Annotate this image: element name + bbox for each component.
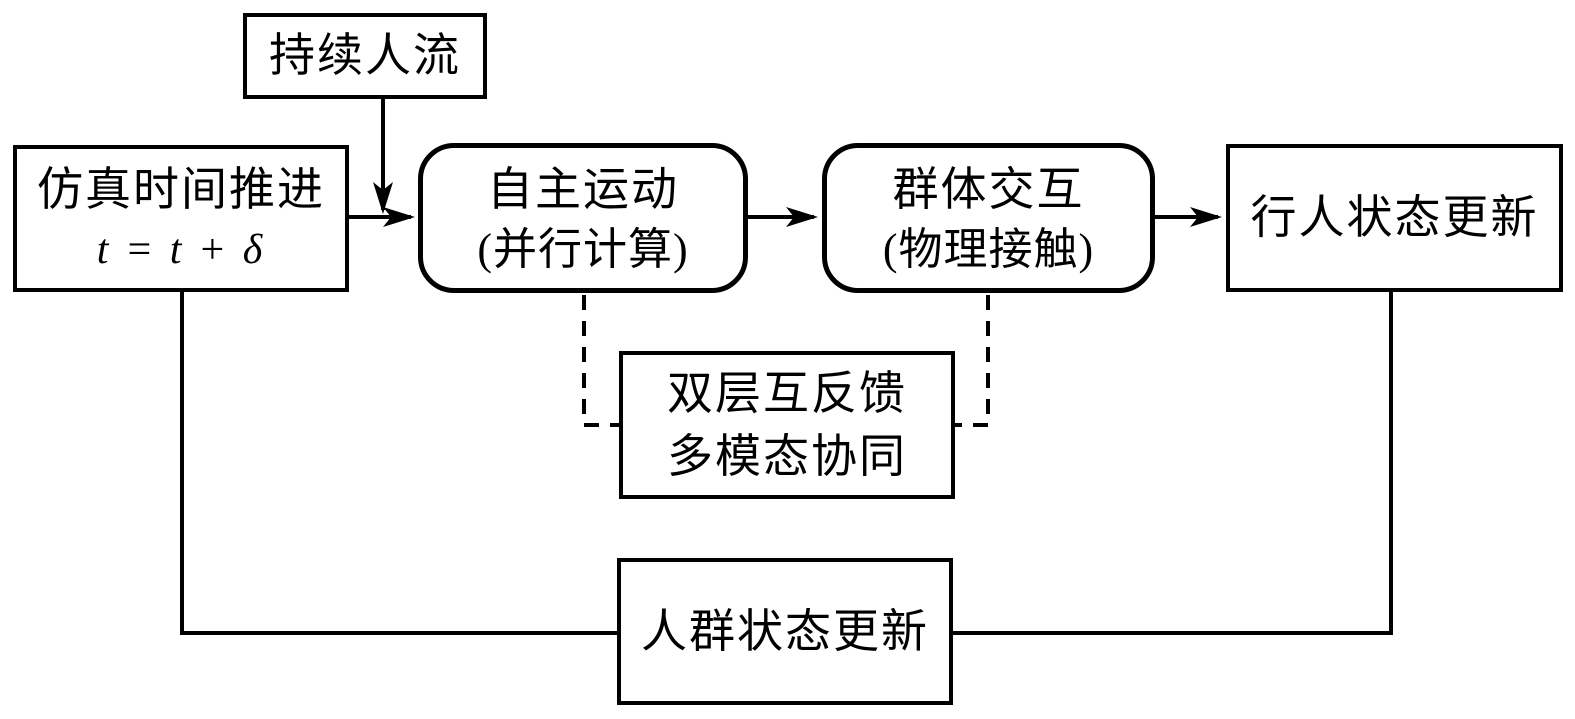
node-group-interaction: 群体交互 (物理接触): [822, 143, 1155, 293]
node-crowd-state-update-label: 人群状态更新: [641, 605, 929, 657]
node-continuous-inflow-label: 持续人流: [269, 30, 461, 82]
node-group-interaction-sublabel: (物理接触): [882, 225, 1095, 275]
connector-pedestrian-to-crowd-line: [949, 292, 1393, 635]
node-continuous-inflow: 持续人流: [243, 13, 487, 99]
node-simulation-time-advance-formula: t = t + δ: [96, 226, 266, 273]
node-dual-layer-feedback-sublabel: 多模态协同: [667, 431, 907, 482]
node-pedestrian-state-update-label: 行人状态更新: [1250, 192, 1539, 244]
node-autonomous-motion-label: 自主运动: [487, 163, 679, 215]
node-pedestrian-state-update: 行人状态更新: [1226, 144, 1563, 292]
node-crowd-state-update: 人群状态更新: [617, 558, 953, 705]
node-dual-layer-feedback-label: 双层互反馈: [667, 367, 907, 419]
node-autonomous-motion-sublabel: (并行计算): [477, 225, 689, 275]
node-simulation-time-advance: 仿真时间推进 t = t + δ: [13, 145, 349, 292]
node-dual-layer-feedback: 双层互反馈 多模态协同: [619, 351, 955, 499]
connector-group-feedback-dashed: [951, 295, 990, 427]
connector-time-to-crowd-line: [180, 292, 621, 635]
node-simulation-time-advance-label: 仿真时间推进: [37, 164, 325, 216]
node-group-interaction-label: 群体交互: [892, 163, 1085, 215]
connector-autonomous-feedback-dashed: [582, 295, 621, 427]
node-autonomous-motion: 自主运动 (并行计算): [418, 143, 748, 293]
